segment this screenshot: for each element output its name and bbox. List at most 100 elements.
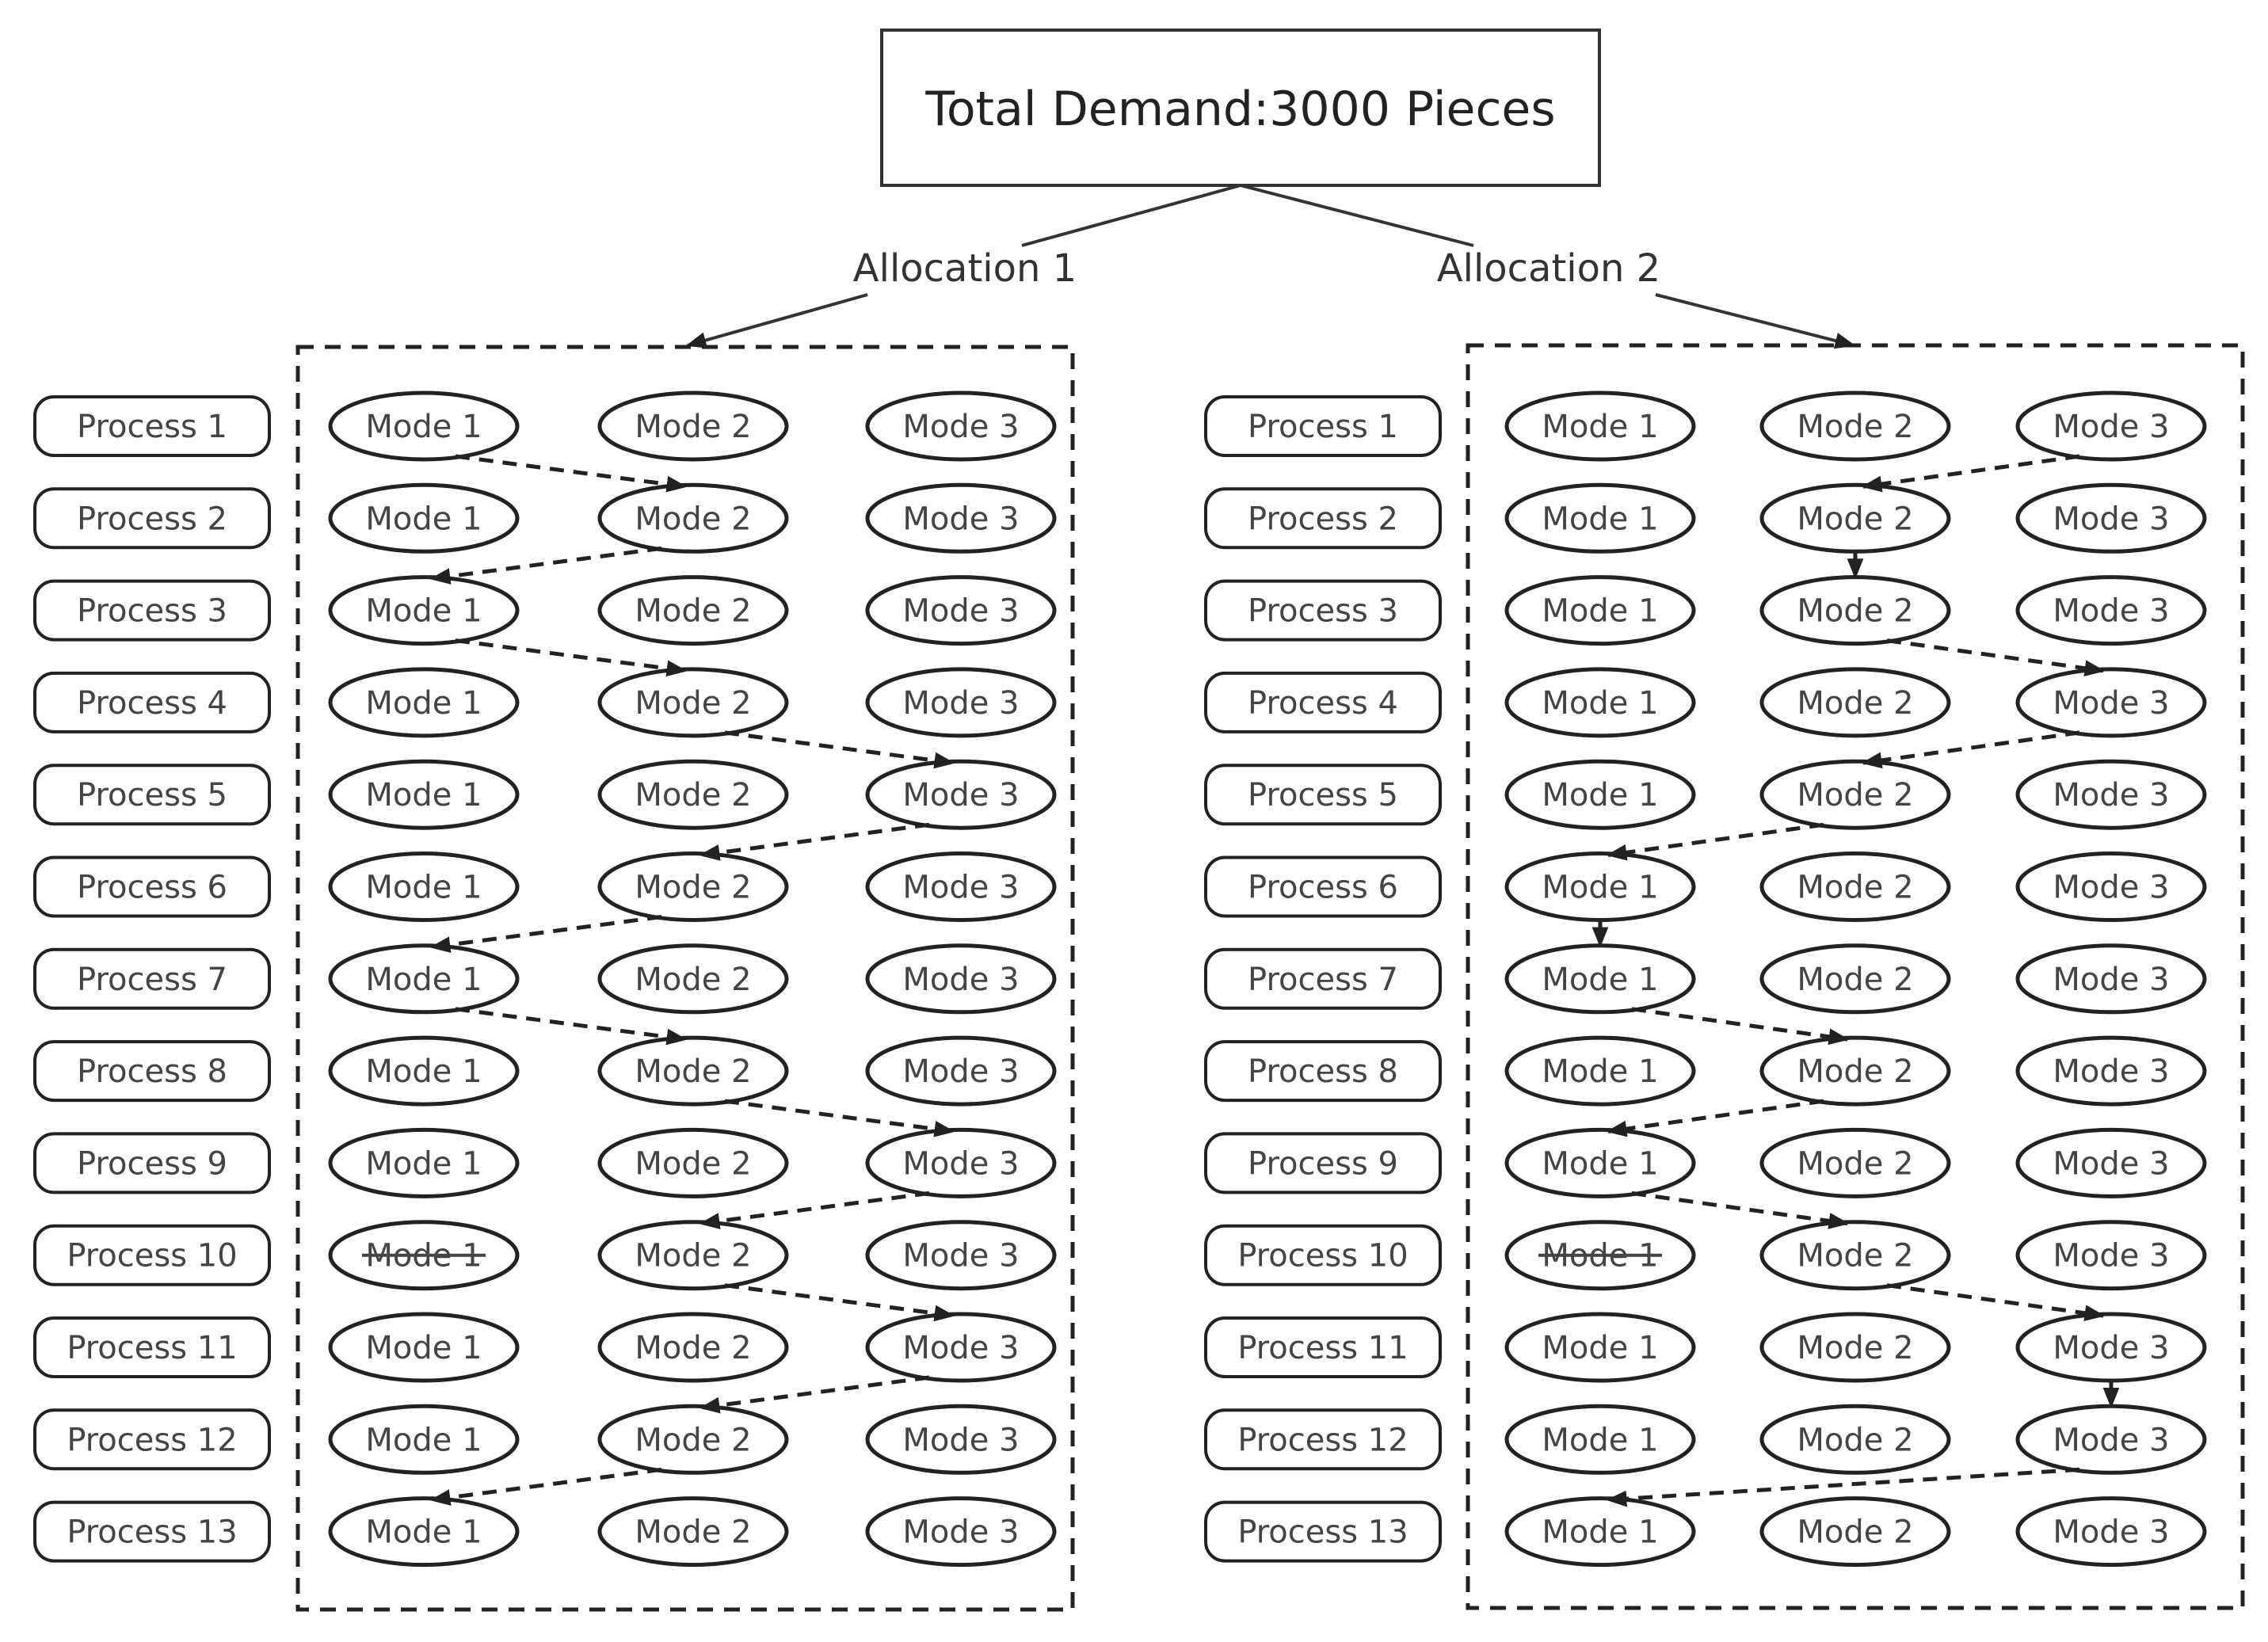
process-label: Process 1 bbox=[1248, 409, 1398, 445]
process-box bbox=[1204, 395, 1442, 457]
mode-node bbox=[865, 1127, 1057, 1198]
mode-node bbox=[597, 1220, 789, 1291]
mode-label: Mode 2 bbox=[1797, 1422, 1913, 1458]
mode-node bbox=[865, 1404, 1057, 1475]
allocation-1-label: Allocation 1 bbox=[853, 246, 1077, 291]
process-box bbox=[33, 1224, 271, 1286]
mode-label: Mode 2 bbox=[635, 501, 751, 537]
process-label: Process 11 bbox=[67, 1330, 237, 1366]
mode-node bbox=[597, 1496, 789, 1568]
mode-label: Mode 3 bbox=[902, 1330, 1019, 1366]
mode-label: Mode 1 bbox=[365, 501, 482, 537]
mode-node bbox=[328, 1035, 520, 1107]
mode-node bbox=[597, 943, 789, 1015]
mode-label: Mode 1 bbox=[365, 409, 482, 445]
process-box bbox=[1204, 1224, 1442, 1286]
transition-arrow bbox=[1886, 1283, 2106, 1322]
mode-node bbox=[1759, 1035, 1951, 1107]
mode-node bbox=[865, 575, 1057, 646]
process-label: Process 11 bbox=[1237, 1330, 1408, 1366]
mode-label: Mode 3 bbox=[902, 409, 1019, 445]
process-box bbox=[1204, 1408, 1442, 1471]
process-label: Process 9 bbox=[1248, 1145, 1398, 1182]
mode-label: Mode 3 bbox=[2053, 1238, 2169, 1274]
mode-label: Mode 2 bbox=[1797, 409, 1913, 445]
mode-node bbox=[2015, 1220, 2207, 1291]
mode-node bbox=[1504, 667, 1696, 738]
mode-node bbox=[328, 390, 520, 462]
mode-node bbox=[328, 667, 520, 738]
mode-node bbox=[597, 851, 789, 922]
mode-node bbox=[2015, 390, 2207, 462]
mode-label: Mode 3 bbox=[2053, 685, 2169, 722]
process-box bbox=[1204, 1132, 1442, 1194]
transition-arrow bbox=[1861, 454, 2080, 493]
process-box bbox=[33, 1408, 271, 1471]
process-box bbox=[33, 1040, 271, 1103]
branch-line-left bbox=[1021, 184, 1241, 247]
total-demand-title: Total Demand:3000 Pieces bbox=[924, 82, 1555, 137]
mode-node bbox=[1759, 1312, 1951, 1383]
process-label: Process 8 bbox=[77, 1053, 227, 1090]
process-label: Process 5 bbox=[77, 777, 227, 813]
mode-label: Mode 2 bbox=[1797, 777, 1913, 813]
mode-label: Mode 2 bbox=[1797, 1330, 1913, 1366]
process-label: Process 12 bbox=[1237, 1422, 1408, 1458]
mode-node bbox=[1504, 1127, 1696, 1198]
transition-arrow bbox=[455, 1007, 688, 1046]
transition-arrow bbox=[1606, 822, 1824, 861]
mode-node bbox=[328, 575, 520, 646]
mode-label: Mode 2 bbox=[1797, 1238, 1913, 1274]
mode-node bbox=[2015, 851, 2207, 922]
mode-node bbox=[597, 575, 789, 646]
transition-arrow bbox=[1631, 1191, 1850, 1229]
mode-node bbox=[1504, 1035, 1696, 1107]
mode-node bbox=[865, 851, 1057, 922]
process-box bbox=[33, 487, 271, 550]
mode-node bbox=[865, 667, 1057, 738]
mode-node bbox=[865, 482, 1057, 554]
mode-label: Mode 2 bbox=[1797, 1514, 1913, 1551]
mode-node bbox=[865, 1035, 1057, 1107]
process-label: Process 9 bbox=[77, 1145, 227, 1182]
mode-node bbox=[1759, 1404, 1951, 1475]
process-box bbox=[33, 1132, 271, 1194]
mode-node bbox=[865, 759, 1057, 830]
process-label: Process 4 bbox=[77, 685, 227, 722]
process-label: Process 1 bbox=[77, 409, 227, 445]
mode-label: Mode 2 bbox=[1797, 501, 1913, 537]
process-label: Process 3 bbox=[77, 593, 227, 630]
mode-label: Mode 3 bbox=[2053, 1053, 2169, 1090]
mode-node bbox=[328, 759, 520, 830]
mode-node bbox=[2015, 1127, 2207, 1198]
mode-label: Mode 1 bbox=[365, 593, 482, 630]
mode-node bbox=[328, 1404, 520, 1475]
mode-label: Mode 3 bbox=[2053, 870, 2169, 906]
process-box bbox=[33, 1500, 271, 1563]
mode-label: Mode 1 bbox=[1542, 1145, 1658, 1182]
transition-arrow bbox=[429, 915, 662, 954]
mode-node bbox=[597, 1312, 789, 1383]
process-box bbox=[33, 671, 271, 733]
process-box bbox=[33, 579, 271, 642]
mode-label: Mode 3 bbox=[902, 870, 1019, 906]
mode-label: Mode 2 bbox=[635, 1053, 751, 1090]
mode-label: Mode 2 bbox=[1797, 685, 1913, 722]
transition-arrow bbox=[1606, 1099, 1824, 1137]
mode-label: Mode 2 bbox=[635, 685, 751, 722]
mode-label: Mode 3 bbox=[902, 1422, 1019, 1458]
mode-label: Mode 3 bbox=[902, 777, 1019, 813]
mode-label: Mode 1 bbox=[1542, 409, 1658, 445]
transition-arrow bbox=[724, 1099, 955, 1137]
transition-arrow bbox=[724, 1283, 955, 1322]
allocation-2-label: Allocation 2 bbox=[1437, 246, 1660, 291]
mode-label: Mode 1 bbox=[1542, 777, 1658, 813]
mode-node bbox=[1504, 759, 1696, 830]
process-box bbox=[33, 764, 271, 826]
mode-label: Mode 1 bbox=[1542, 962, 1658, 998]
mode-label: Mode 1 bbox=[365, 1053, 482, 1090]
mode-label: Mode 1 bbox=[1542, 685, 1658, 722]
mode-node bbox=[1504, 575, 1696, 646]
mode-label: Mode 1 bbox=[365, 1145, 482, 1182]
